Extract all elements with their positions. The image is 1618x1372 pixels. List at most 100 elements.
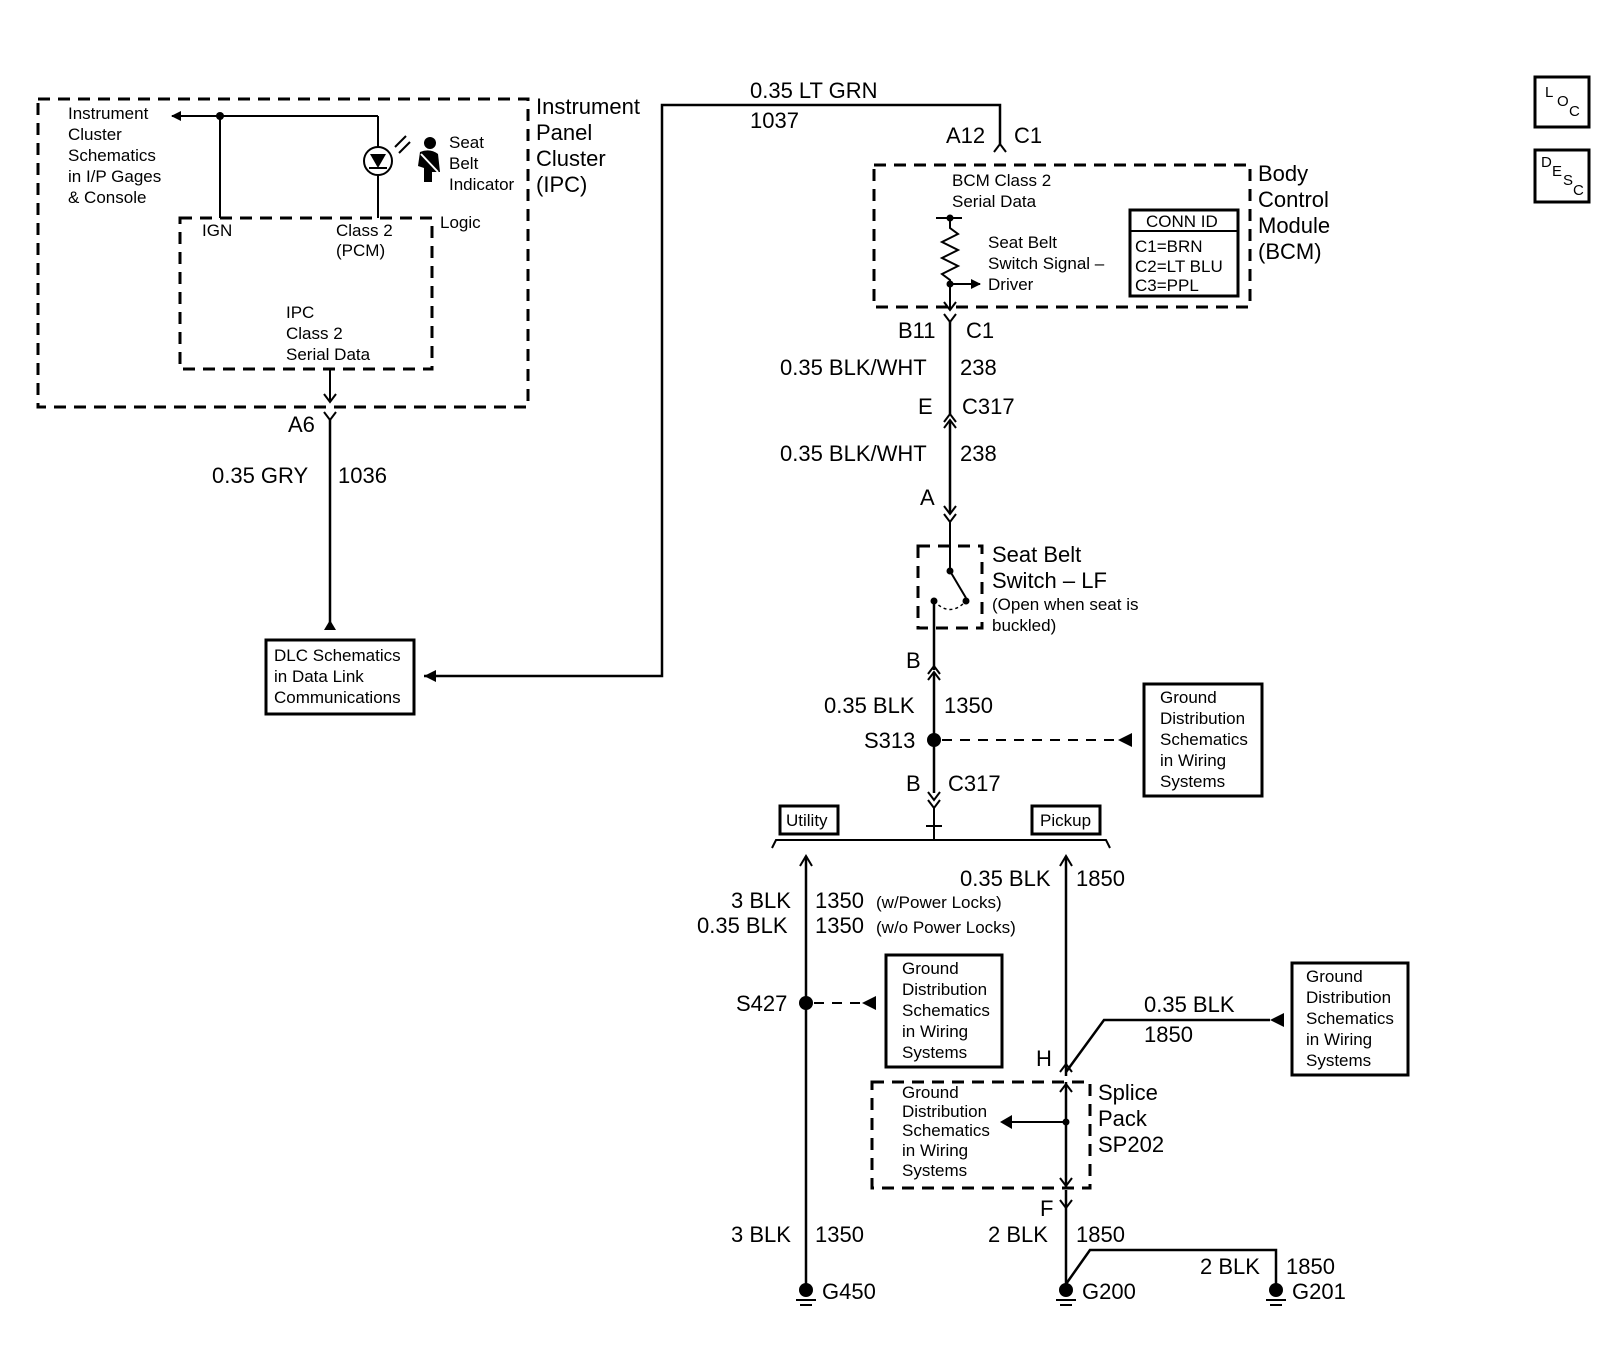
wire-238a-circuit: 238 (960, 355, 997, 380)
c317b-conn: C317 (948, 771, 1001, 796)
switch-a-label: A (920, 485, 935, 510)
wire-1850-bot-circuit: 1850 (1076, 1222, 1125, 1247)
svg-text:Schematics: Schematics (68, 146, 156, 165)
wire-1037-color: 0.35 LT GRN (750, 78, 878, 103)
class2-label: Class 2 (336, 221, 393, 240)
instrument-cluster-ref[interactable]: Instrument Cluster Schematics in I/P Gag… (68, 104, 161, 207)
resistor-icon (939, 218, 961, 310)
svg-text:Distribution: Distribution (1160, 709, 1245, 728)
svg-text:Ground: Ground (902, 1083, 959, 1102)
c317e-conn: C317 (962, 394, 1015, 419)
wire-1850-g201 (1064, 1248, 1278, 1285)
ipc-out-arrow (323, 393, 337, 404)
c317e-pin: E (918, 394, 933, 419)
svg-text:Communications: Communications (274, 688, 401, 707)
wire-1350-bot-circuit: 1350 (815, 1222, 864, 1247)
splice-pack-title: Splice Pack SP202 (1098, 1080, 1164, 1157)
seat-belt-switch-title: Seat Belt Switch – LF (992, 542, 1107, 593)
ign-label: IGN (202, 221, 232, 240)
svg-text:(BCM): (BCM) (1258, 239, 1322, 264)
splice-pack-f-label: F (1040, 1196, 1053, 1221)
splice-pack-bus-arrow-bot (1059, 1177, 1073, 1188)
svg-text:Systems: Systems (902, 1043, 967, 1062)
branch-ground-arrow (1270, 1013, 1284, 1027)
ground-ref-box-1[interactable]: Ground Distribution Schematics in Wiring… (1142, 682, 1264, 798)
svg-text:& Console: & Console (68, 188, 146, 207)
switch-a-arrow-1 (943, 505, 957, 516)
svg-text:CONN ID: CONN ID (1146, 212, 1218, 231)
svg-text:in Wiring: in Wiring (902, 1141, 968, 1160)
splice-pack-bus-arrow-top (1059, 1082, 1073, 1093)
wire-238b-color: 0.35 BLK/WHT (780, 441, 927, 466)
svg-text:Class 2: Class 2 (286, 324, 343, 343)
desc-letter-c: C (1573, 182, 1584, 199)
g450-ground-icon (796, 1283, 816, 1306)
b11-label: B11 (898, 318, 936, 343)
svg-text:Distribution: Distribution (1306, 988, 1391, 1007)
g201-ground-icon (1266, 1283, 1286, 1306)
svg-text:(Open when seat is: (Open when seat is (992, 595, 1138, 614)
svg-text:Driver: Driver (988, 275, 1034, 294)
wire-1037 (424, 103, 1002, 678)
wire-238b-circuit: 238 (960, 441, 997, 466)
a6-label: A6 (288, 412, 315, 437)
svg-text:Body: Body (1258, 161, 1308, 186)
seat-belt-indicator-label: Seat Belt Indicator (449, 133, 515, 194)
s313-splice-dot (927, 733, 941, 747)
ipc-serial-label: IPC Class 2 Serial Data (286, 303, 371, 364)
utility-option-box: Utility (778, 804, 840, 836)
ground-ref-box-2[interactable]: Ground Distribution Schematics in Wiring… (884, 953, 1004, 1069)
g450-label: G450 (822, 1279, 876, 1304)
wire-1850-g201-color: 2 BLK (1200, 1254, 1260, 1279)
svg-text:DLC Schematics: DLC Schematics (274, 646, 401, 665)
ground-ref-box-3[interactable]: Ground Distribution Schematics in Wiring… (1290, 961, 1410, 1077)
wire-1350-pl-circuit: 1350 (815, 888, 864, 913)
wire-1350-npl-color: 0.35 BLK (697, 913, 788, 938)
led-icon (363, 135, 411, 176)
s427-label: S427 (736, 991, 787, 1016)
svg-text:in I/P Gages: in I/P Gages (68, 167, 161, 186)
svg-text:Systems: Systems (1160, 772, 1225, 791)
svg-text:Seat Belt: Seat Belt (988, 233, 1057, 252)
svg-text:Instrument: Instrument (68, 104, 149, 123)
option-bracket (771, 839, 1111, 849)
svg-text:Splice: Splice (1098, 1080, 1158, 1105)
wire-1850-top-color: 0.35 BLK (960, 866, 1051, 891)
desc-letter-d: D (1541, 154, 1552, 171)
svg-text:Seat: Seat (449, 133, 484, 152)
wire-1037-circuit: 1037 (750, 108, 799, 133)
svg-text:Ground: Ground (902, 959, 959, 978)
svg-text:in Wiring: in Wiring (1160, 751, 1226, 770)
b11-conn-label: C1 (966, 318, 994, 343)
a12-connector-icon (993, 142, 1007, 153)
splice-pack-ground-ref[interactable]: Ground Distribution Schematics in Wiring… (902, 1083, 990, 1180)
splice-pack-h-label: H (1036, 1046, 1052, 1071)
desc-icon[interactable]: D E S C (1533, 148, 1591, 204)
wire-1850-bot-color: 2 BLK (988, 1222, 1048, 1247)
loc-icon[interactable]: L O C (1533, 75, 1591, 129)
ipc-title: Instrument Panel Cluster (IPC) (536, 94, 640, 197)
wire-1350-color: 0.35 BLK (824, 693, 915, 718)
wire-1850-mid-color: 0.35 BLK (1144, 992, 1235, 1017)
g200-ground-icon (1056, 1283, 1076, 1306)
wire-1350-npl-circuit: 1350 (815, 913, 864, 938)
bcm-outline (872, 163, 1252, 309)
svg-text:buckled): buckled) (992, 616, 1056, 635)
c317b-pin: B (906, 771, 921, 796)
loc-letter-o: O (1557, 93, 1569, 110)
switch-blade (949, 570, 967, 599)
svg-text:(IPC): (IPC) (536, 172, 587, 197)
wire-1850-g201-circuit: 1850 (1286, 1254, 1335, 1279)
svg-text:Schematics: Schematics (902, 1121, 990, 1140)
svg-text:in Data Link: in Data Link (274, 667, 364, 686)
wire-1036-circuit: 1036 (338, 463, 387, 488)
c317b-arrow-1 (927, 791, 941, 802)
svg-text:Schematics: Schematics (1306, 1009, 1394, 1028)
svg-text:C1=BRN: C1=BRN (1135, 237, 1203, 256)
dlc-ref-box[interactable]: DLC Schematics in Data Link Communicatio… (264, 638, 416, 716)
svg-text:Serial Data: Serial Data (952, 192, 1037, 211)
splice-pack-outline (870, 1080, 1092, 1190)
switch-signal-label: Seat Belt Switch Signal – Driver (988, 233, 1105, 294)
s313-ground-arrow (1118, 733, 1132, 747)
loc-letter-l: L (1545, 84, 1553, 101)
